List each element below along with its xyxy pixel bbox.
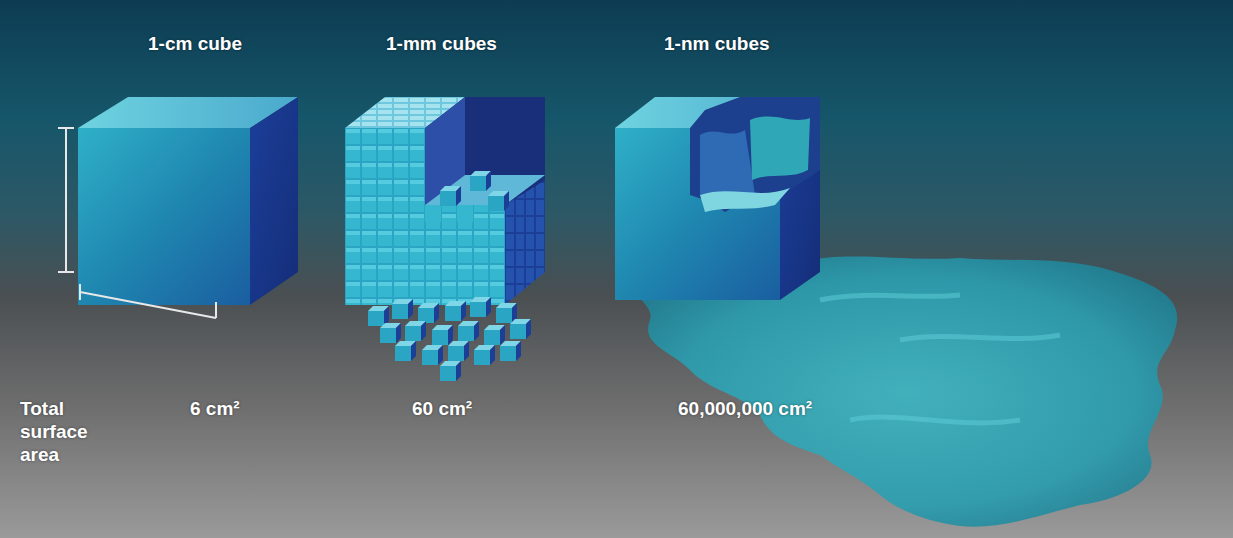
row-heading: Total surface area (20, 398, 100, 466)
scattered-cubes (368, 297, 531, 381)
cube-title: 1-nm cubes (664, 33, 770, 56)
surface-area-value: 60 cm² (412, 398, 472, 421)
cube-title: 1-cm cube (148, 33, 242, 56)
cm-cube (78, 97, 298, 305)
nm-cube (615, 97, 820, 300)
surface-area-value: 6 cm² (190, 398, 240, 421)
mm-cube (345, 97, 545, 305)
surface-area-value: 60,000,000 cm² (678, 398, 812, 421)
cube-title: 1-mm cubes (386, 33, 497, 56)
dimension-bracket (58, 128, 216, 318)
